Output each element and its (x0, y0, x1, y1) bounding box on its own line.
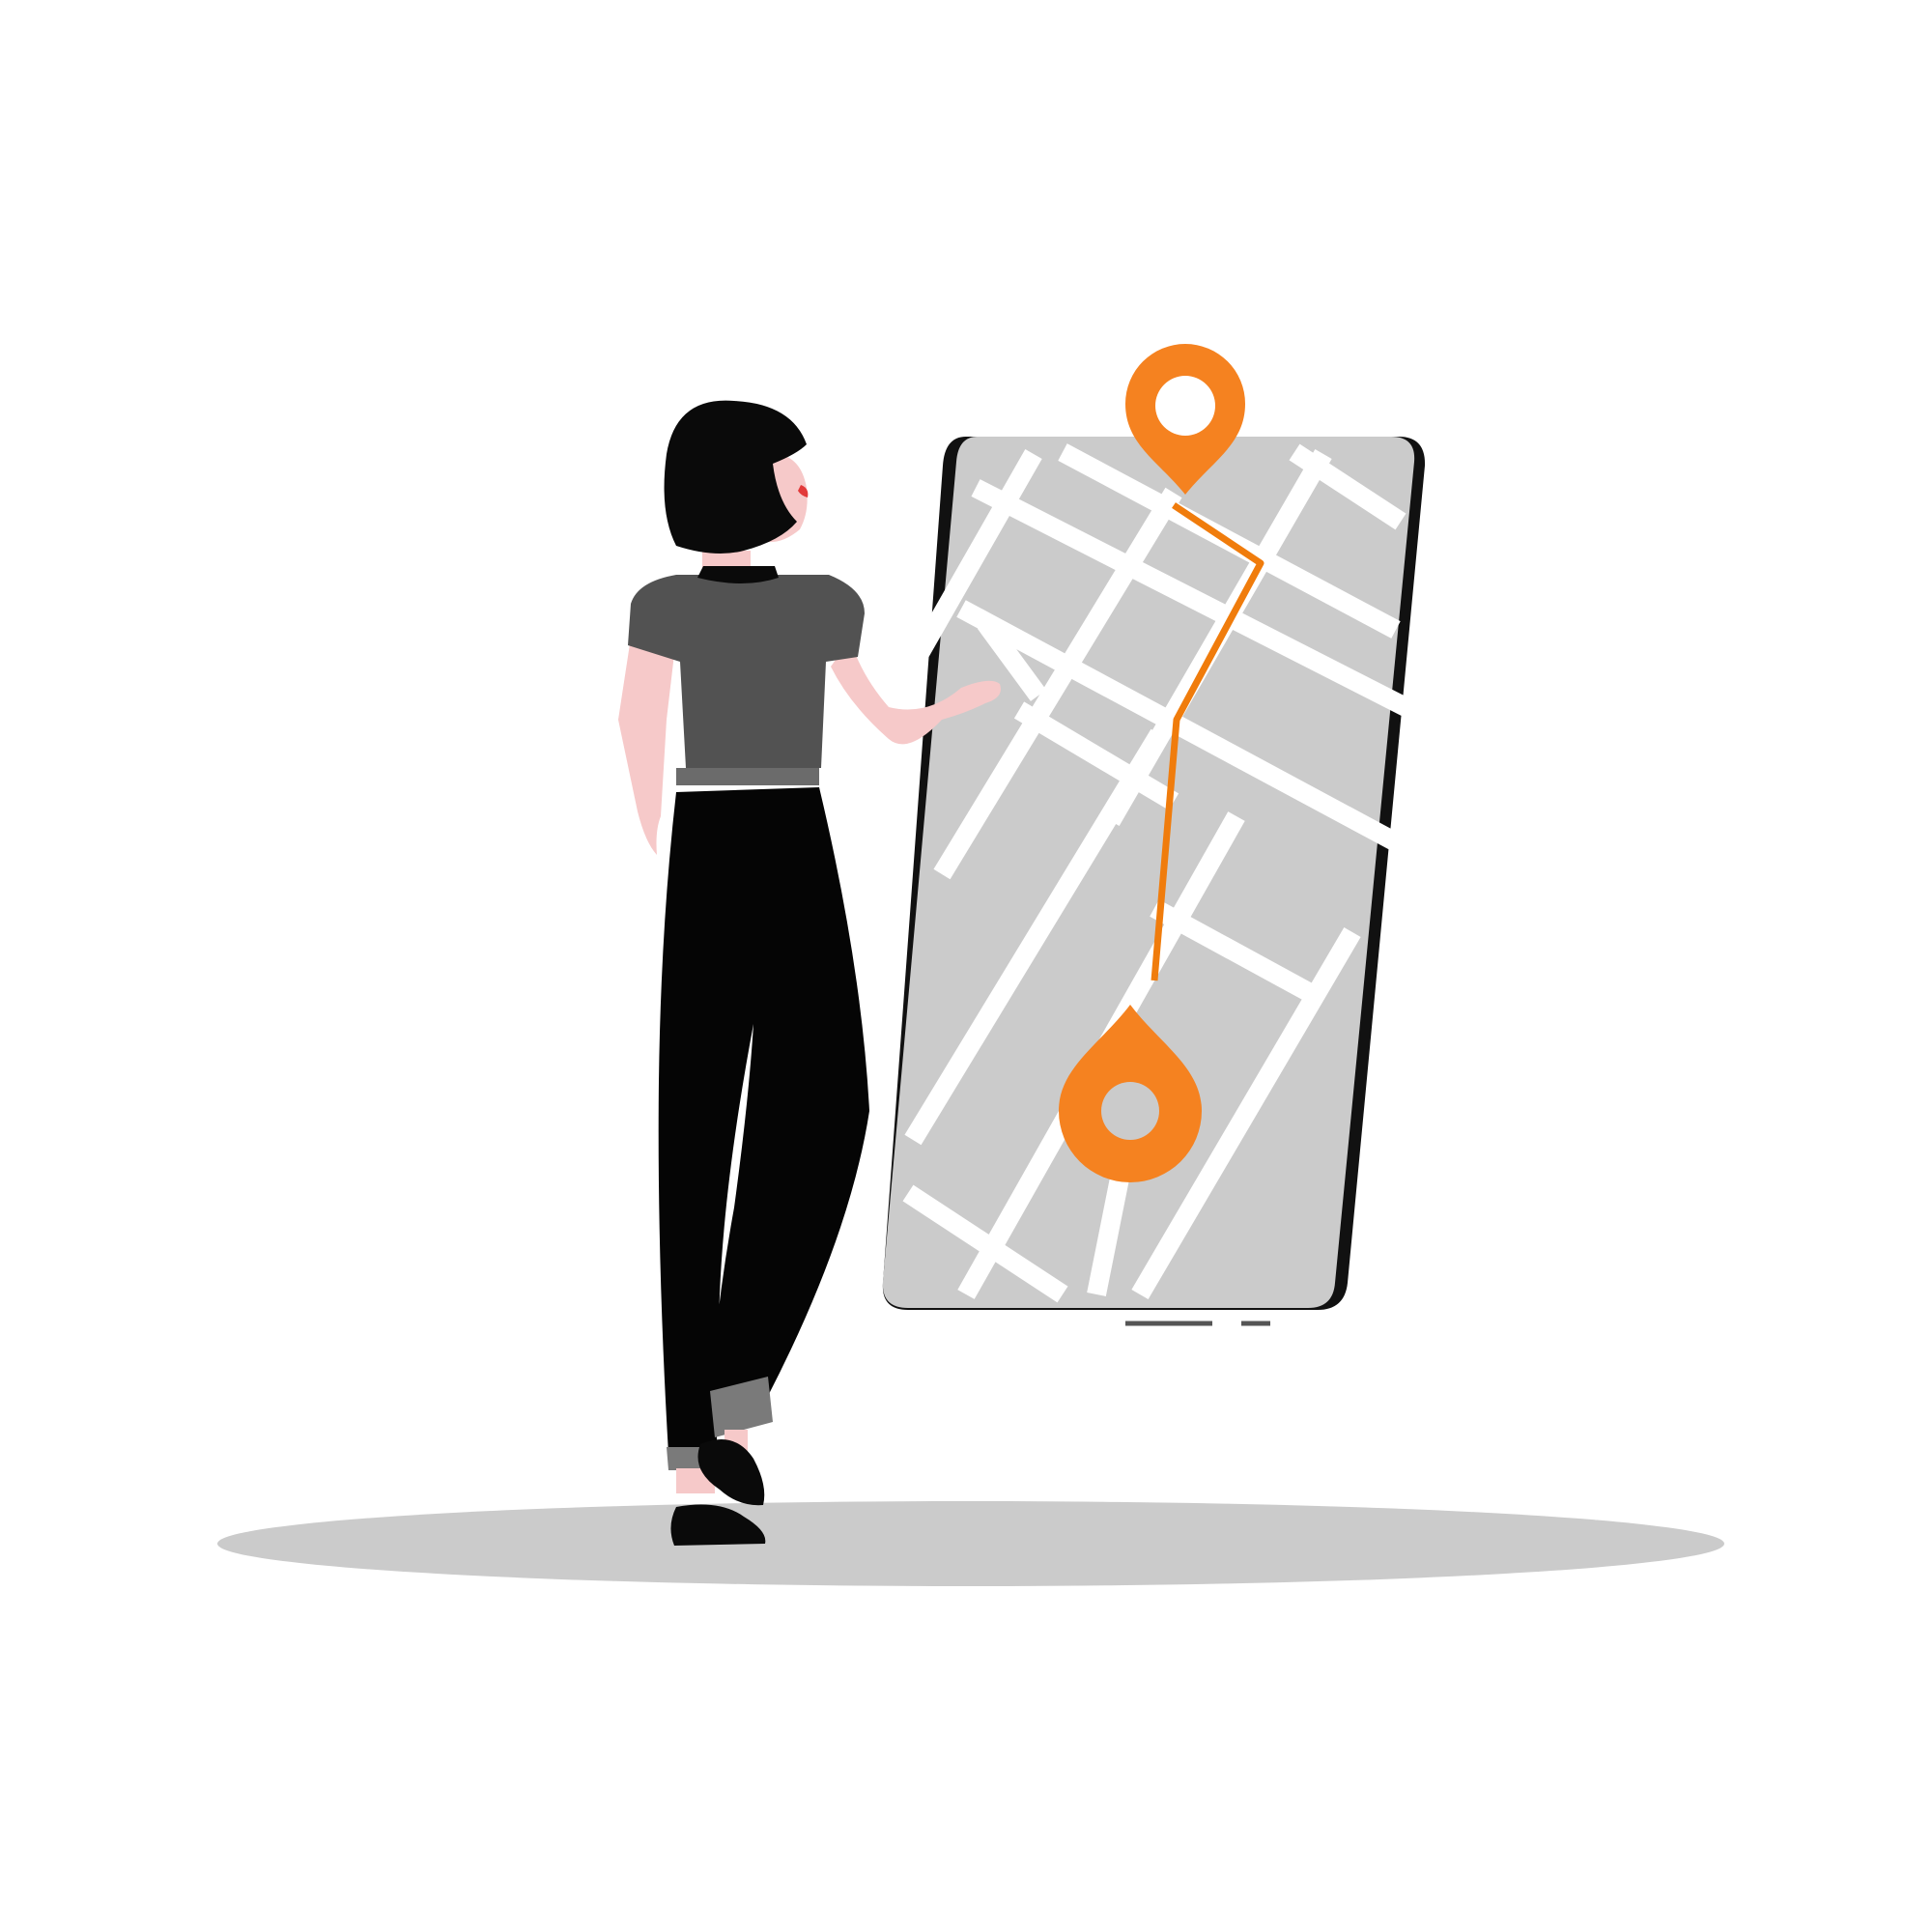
person-shoe-front (697, 1439, 765, 1506)
road (1131, 926, 1361, 1300)
road (956, 600, 1415, 859)
road (1013, 701, 1179, 810)
road (909, 449, 1042, 662)
person-right-arm (831, 639, 1001, 745)
road (933, 487, 1182, 880)
ground-shadow (217, 1501, 1724, 1586)
road (904, 728, 1168, 1146)
road (902, 1184, 1068, 1303)
person-belt (676, 768, 819, 785)
person-shoe-back (670, 1504, 766, 1546)
person (618, 400, 1001, 1546)
start-pin-hole (1155, 376, 1215, 436)
route-path (1151, 502, 1264, 981)
person-pants (658, 787, 869, 1454)
person-hair (664, 400, 807, 554)
road (977, 617, 1047, 701)
start-pin-icon (1125, 344, 1245, 495)
person-cuff-front (710, 1377, 773, 1437)
destination-pin-icon (1059, 1005, 1202, 1182)
person-left-arm (618, 638, 676, 855)
phone (882, 437, 1426, 1326)
person-lips (798, 485, 809, 497)
person-collar (697, 566, 779, 583)
road (971, 479, 1410, 716)
destination-pin-hole (1101, 1082, 1159, 1140)
road (1150, 899, 1319, 1004)
person-shirt (628, 575, 865, 768)
